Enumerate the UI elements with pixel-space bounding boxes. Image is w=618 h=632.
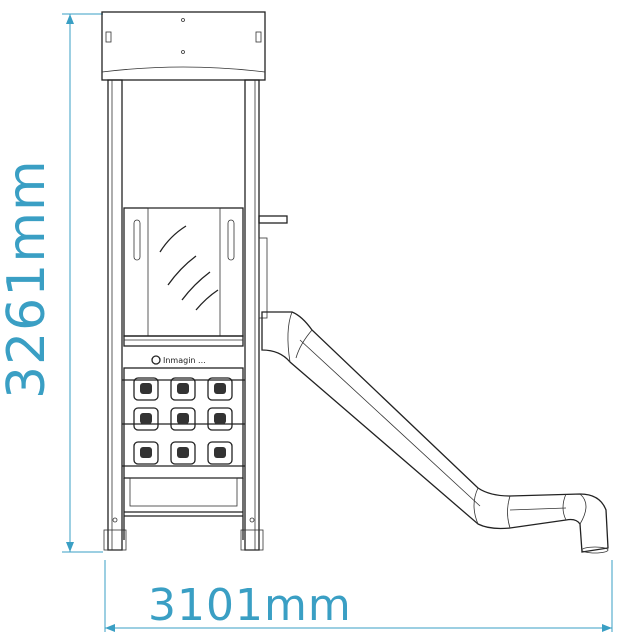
climbing-hold <box>170 377 196 401</box>
climbing-hold <box>133 377 159 401</box>
climbing-hold <box>133 441 159 465</box>
roof-panel <box>101 11 266 81</box>
slide-handle <box>258 215 288 319</box>
tower-posts <box>103 79 264 551</box>
lower-frame <box>123 477 244 540</box>
svg-text:Inmagin ...: Inmagin ... <box>163 356 206 365</box>
height-dimension-label: 3261mm <box>0 159 57 399</box>
hold-grid <box>133 377 233 465</box>
deck <box>123 335 244 347</box>
climbing-hold <box>170 441 196 465</box>
width-dimension <box>104 560 613 632</box>
climbing-hold <box>207 441 233 465</box>
width-dimension-label: 3101mm <box>148 580 352 631</box>
height-dimension <box>62 13 103 553</box>
brand-plate: Inmagin ... <box>151 355 206 365</box>
climbing-hold <box>207 407 233 431</box>
tube-slide <box>261 311 609 554</box>
climbing-hold <box>207 377 233 401</box>
climbing-panel <box>123 207 244 337</box>
climbing-hold <box>170 407 196 431</box>
climbing-hold <box>133 407 159 431</box>
